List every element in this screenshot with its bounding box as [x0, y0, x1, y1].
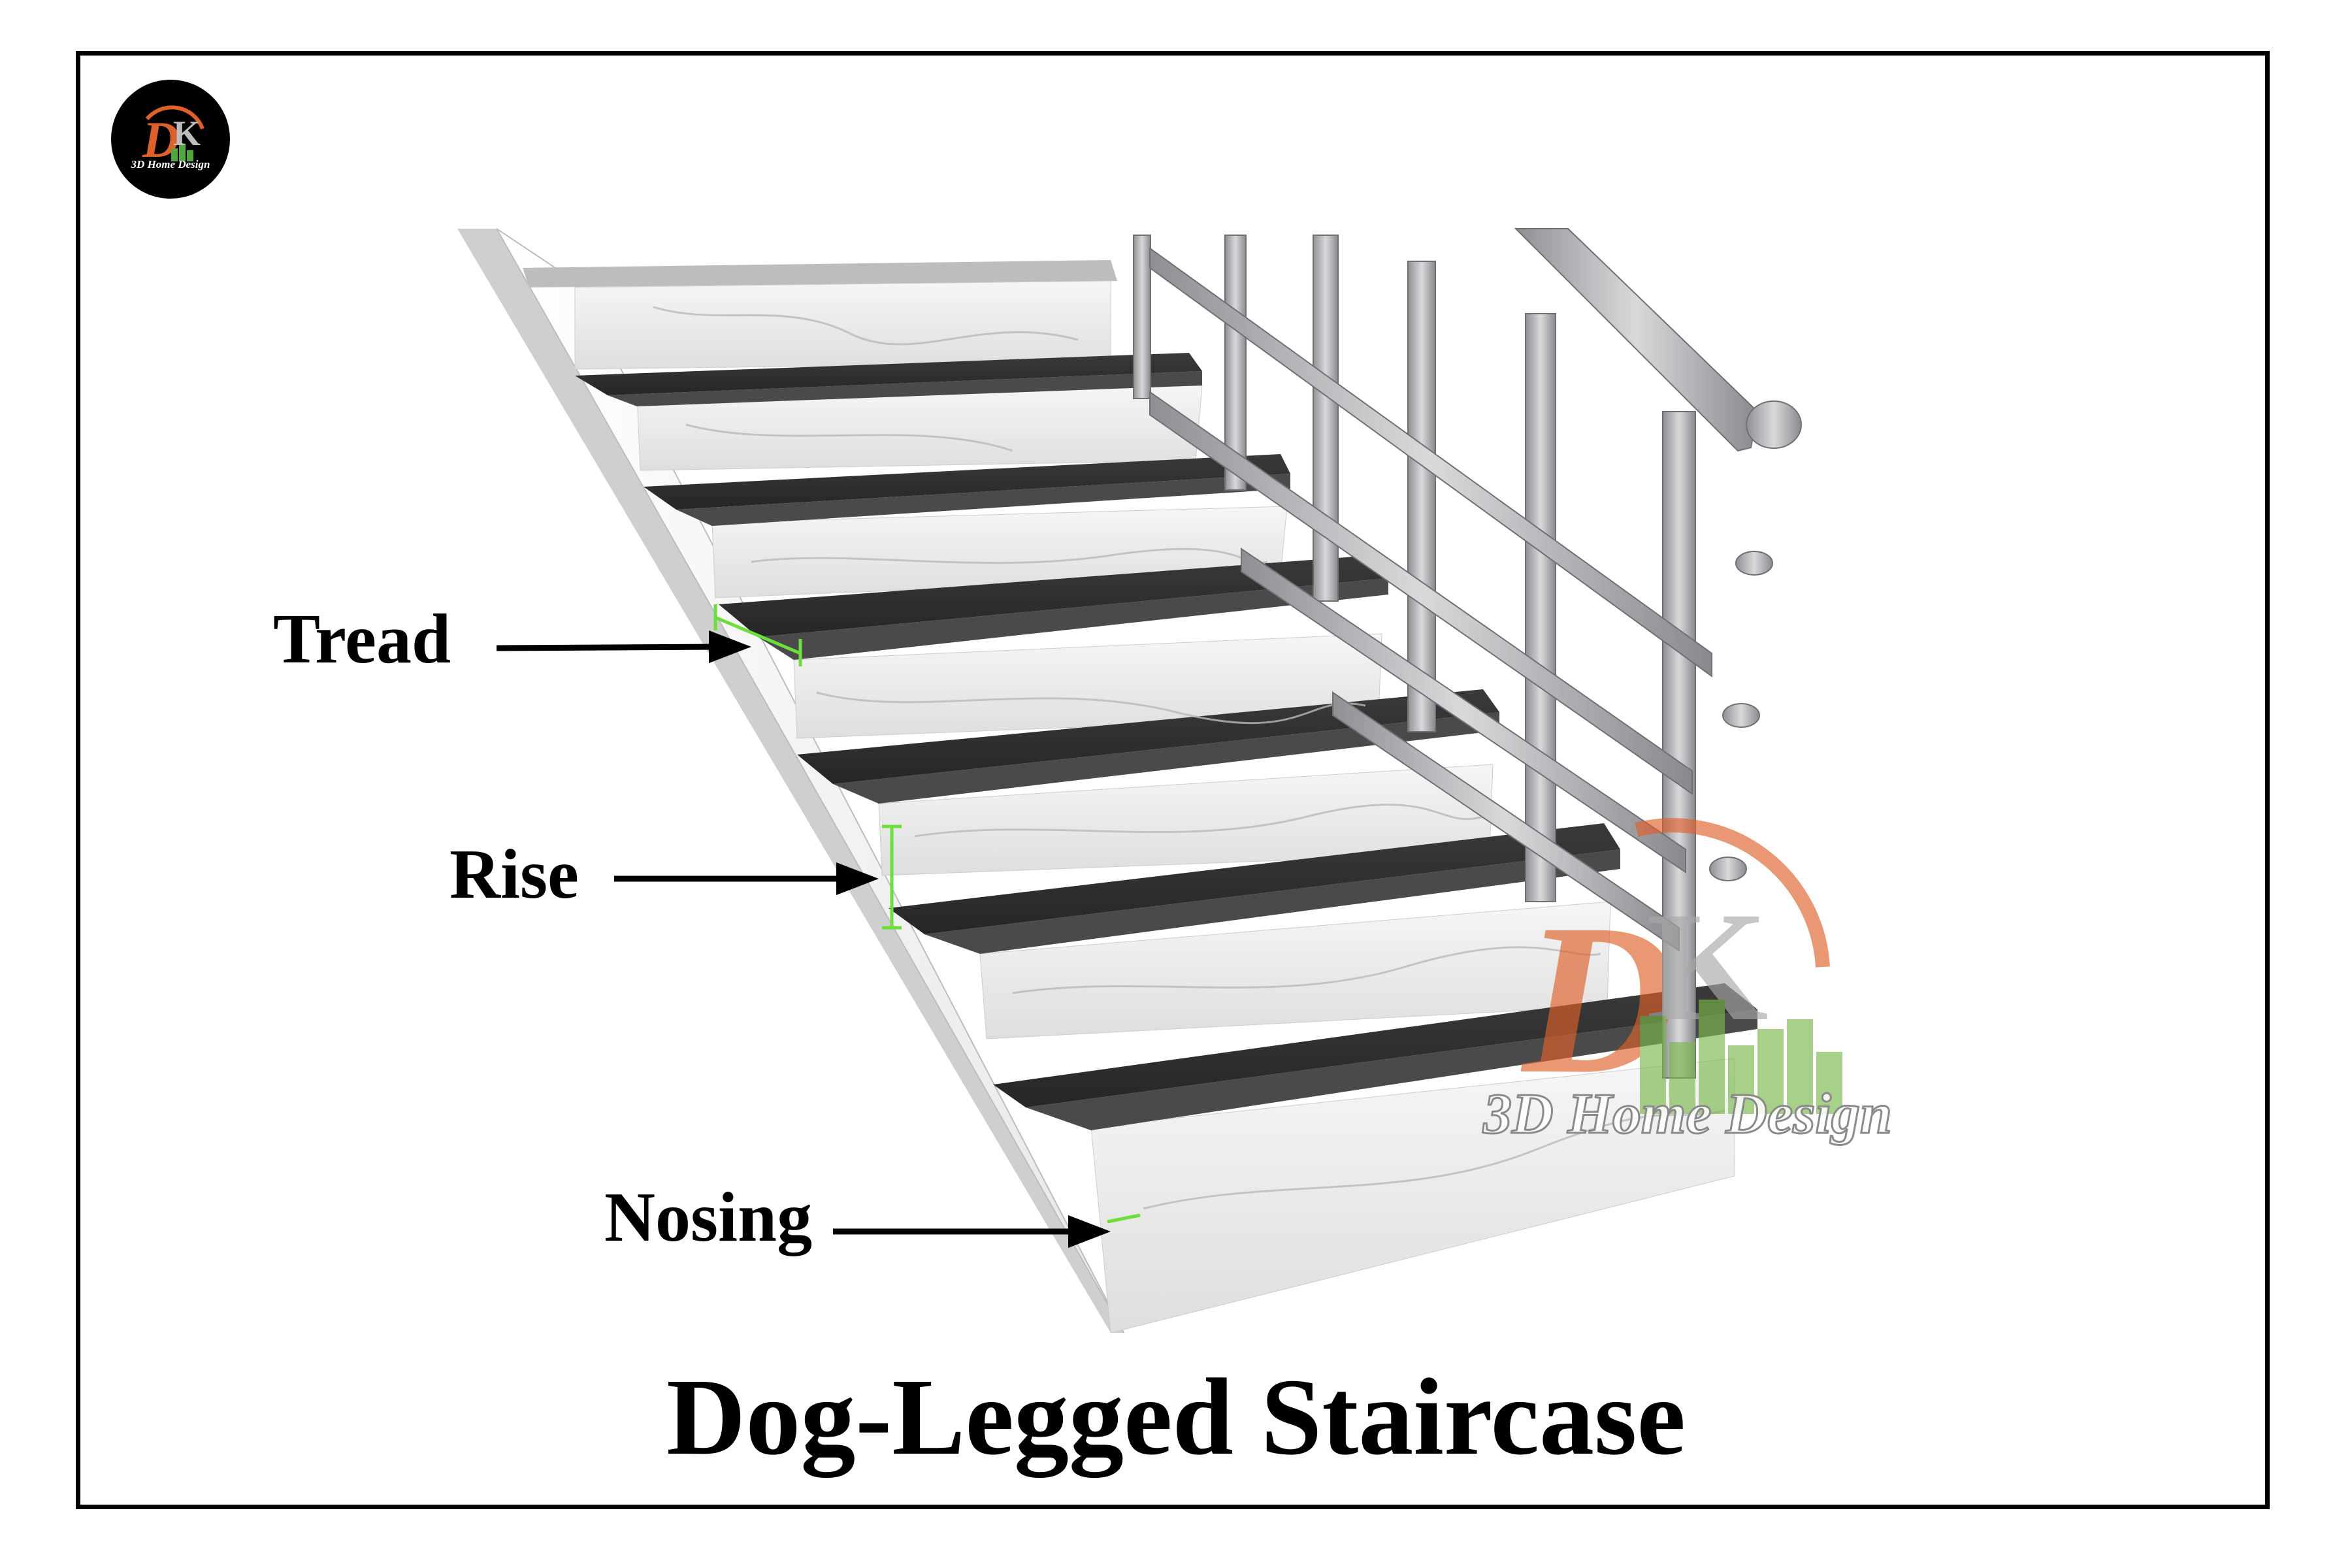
logo-mark: D K: [142, 105, 204, 168]
step-5: [889, 823, 1620, 1039]
svg-text:K: K: [173, 114, 201, 153]
watermark-logo: D K: [1519, 818, 1842, 1119]
step-4: [797, 689, 1499, 876]
step-3: [719, 555, 1388, 739]
brand-logo: D K 3D Home Design: [111, 80, 230, 199]
label-rise: Rise: [449, 836, 579, 913]
handrail: [1133, 228, 1802, 1079]
label-tread: Tread: [273, 600, 451, 678]
stair-stringer: [457, 228, 1124, 1333]
measure-markers: [713, 604, 1141, 1224]
label-nosing: Nosing: [604, 1179, 813, 1256]
diagram-title: Dog-Legged Staircase: [666, 1356, 1686, 1478]
label-arrows: [496, 630, 1111, 1248]
logo-caption: 3D Home Design: [131, 158, 210, 171]
watermark-caption: 3D Home Design: [1482, 1082, 1893, 1147]
step-6: [993, 983, 1757, 1333]
step-1: [575, 353, 1203, 471]
top-landing: [523, 260, 1117, 370]
